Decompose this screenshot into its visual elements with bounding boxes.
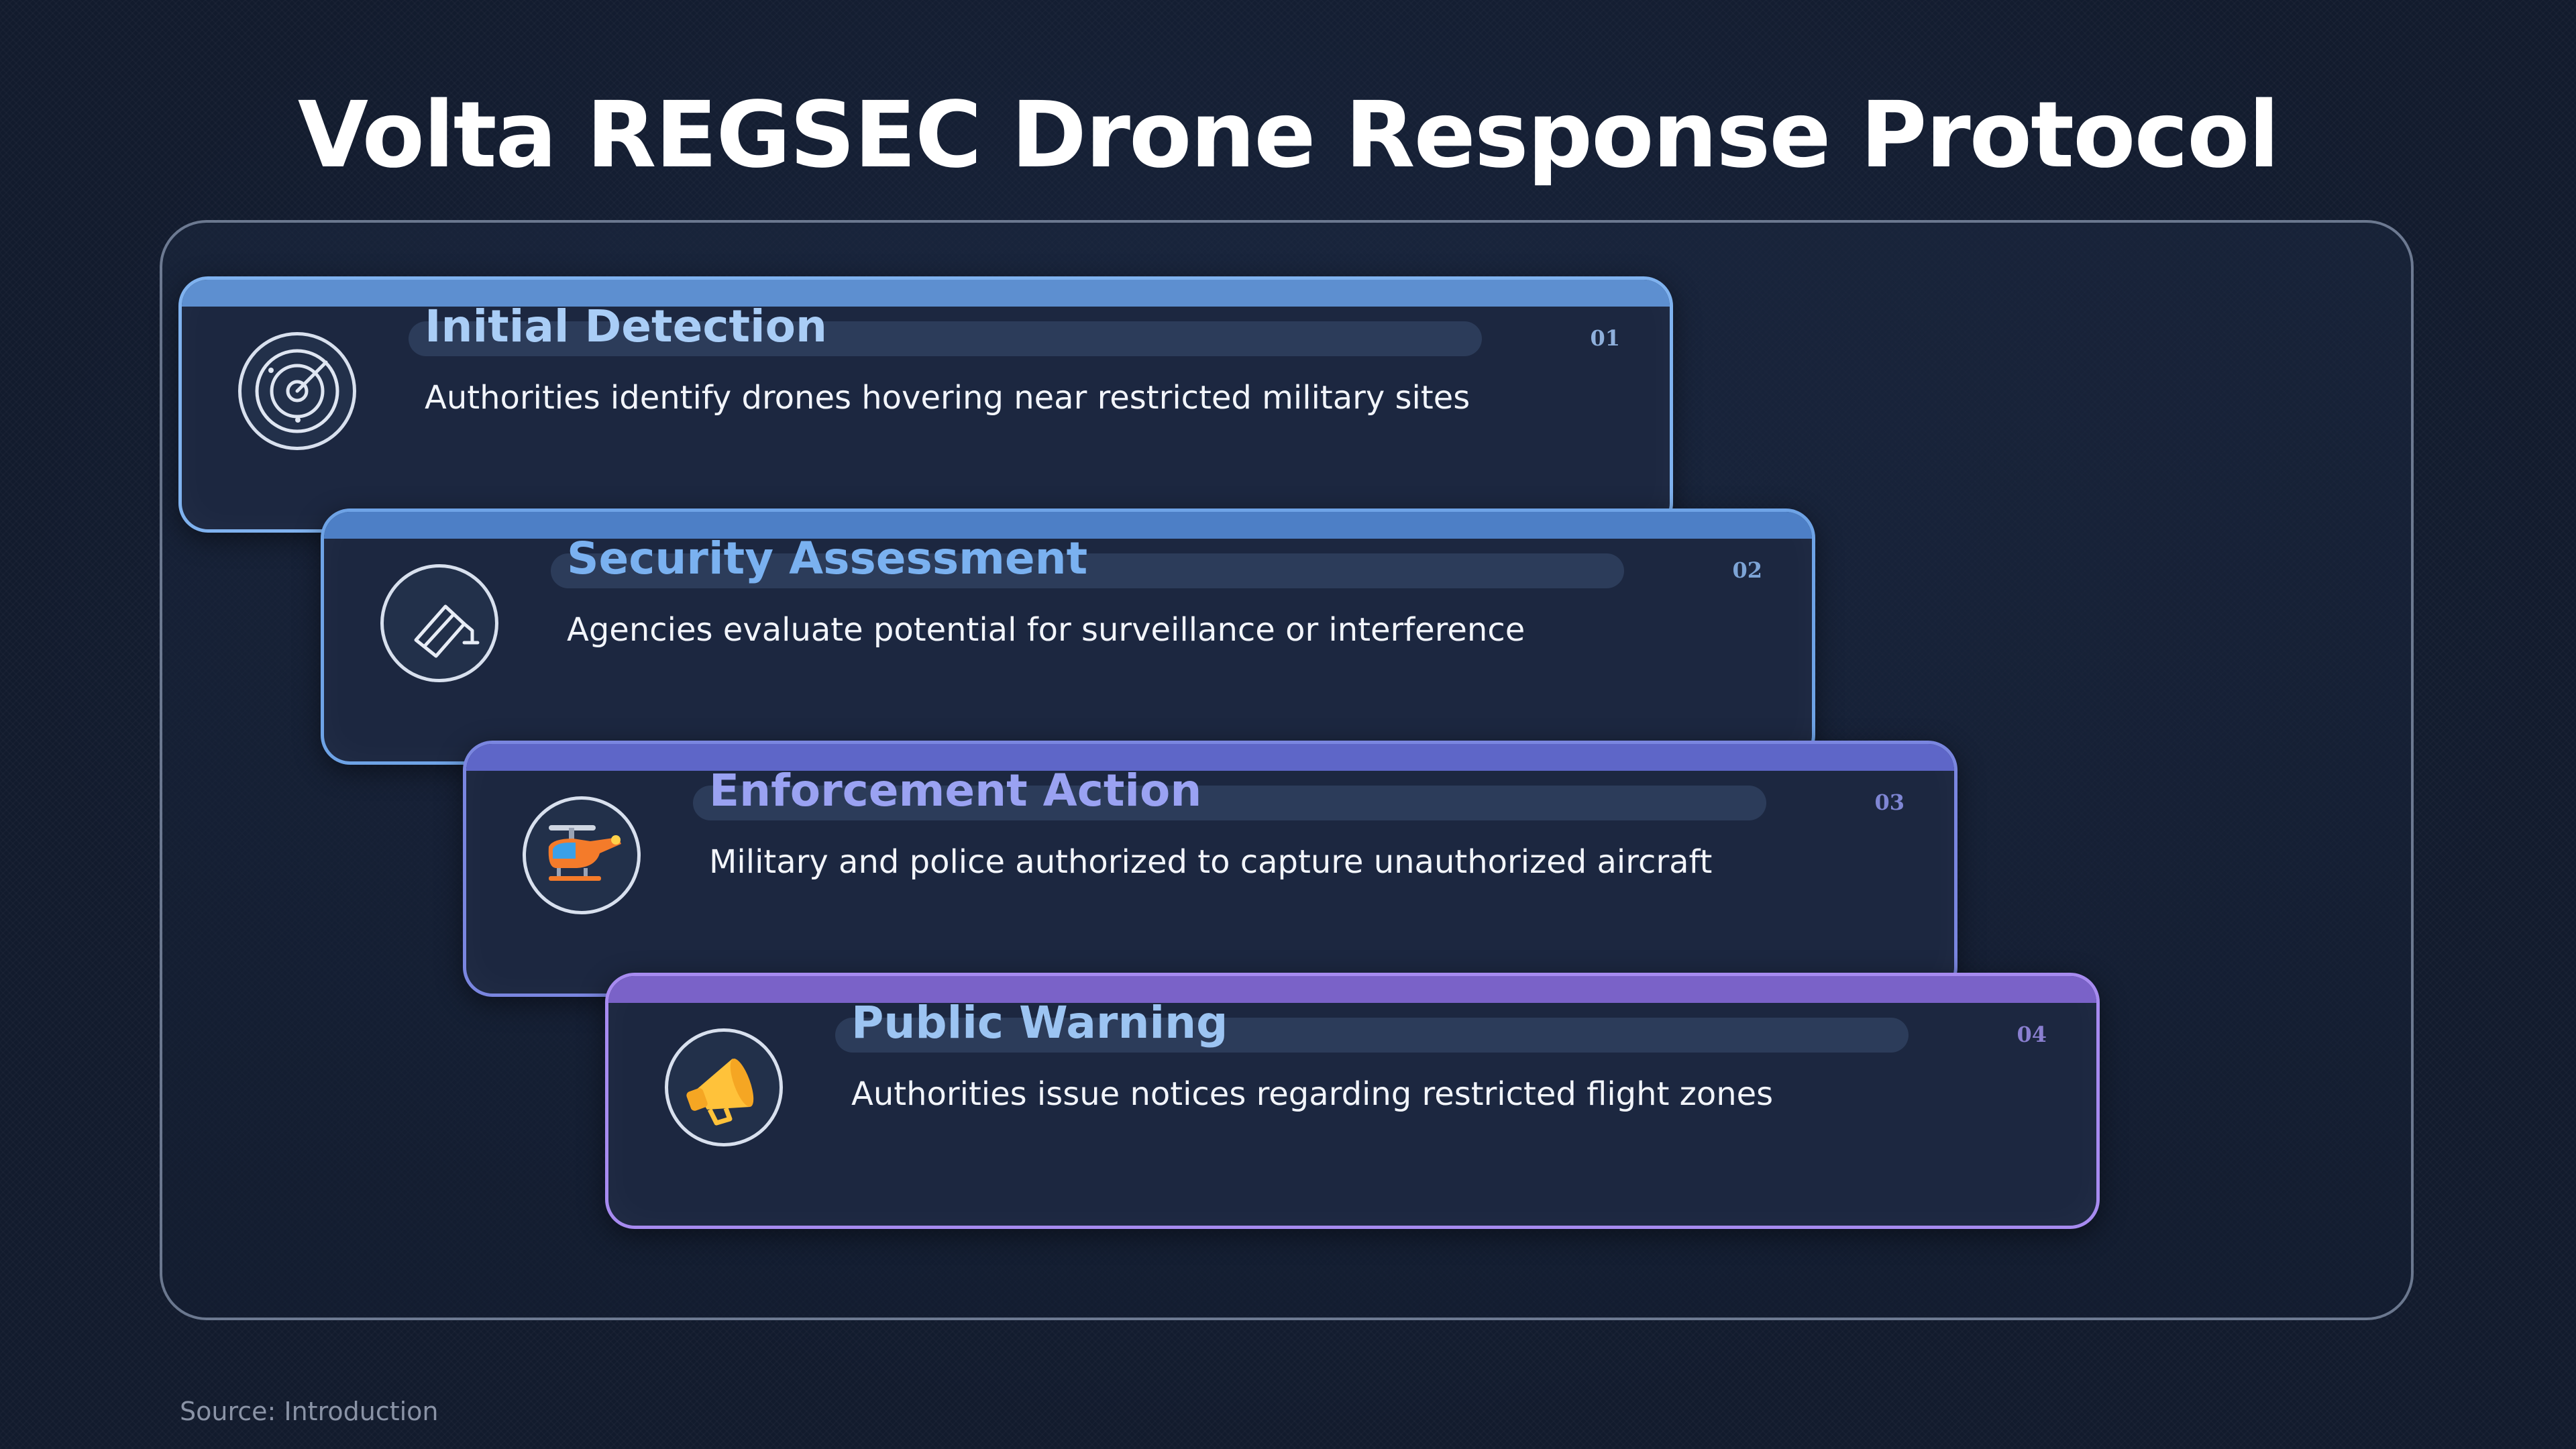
step-card-public-warning: Public Warning Authorities issue notices… xyxy=(605,973,2100,1229)
step-number: 02 xyxy=(1732,557,1762,583)
card-top-bar xyxy=(608,976,2096,1003)
heading-pill xyxy=(409,321,1482,356)
step-number: 04 xyxy=(2017,1022,2047,1047)
megaphone-icon xyxy=(665,1028,783,1146)
step-card-security-assessment: Security Assessment Agencies evaluate po… xyxy=(321,508,1815,765)
step-number: 03 xyxy=(1874,790,1904,815)
heading-pill xyxy=(835,1018,1909,1053)
card-top-bar xyxy=(466,744,1954,771)
step-heading: Security Assessment xyxy=(567,533,1088,584)
security-camera-icon xyxy=(380,564,498,682)
helicopter-icon xyxy=(523,796,641,914)
page-title: Volta REGSEC Drone Response Protocol xyxy=(297,83,2279,189)
heading-pill xyxy=(693,786,1766,820)
heading-pill xyxy=(551,553,1624,588)
step-heading: Enforcement Action xyxy=(709,765,1202,816)
step-number: 01 xyxy=(1590,325,1620,351)
step-heading: Initial Detection xyxy=(425,301,827,352)
step-description: Agencies evaluate potential for surveill… xyxy=(567,611,1525,649)
step-description: Military and police authorized to captur… xyxy=(709,843,1713,881)
step-heading: Public Warning xyxy=(851,997,1228,1049)
step-description: Authorities identify drones hovering nea… xyxy=(425,379,1470,417)
step-card-enforcement-action: Enforcement Action Military and police a… xyxy=(463,741,1957,997)
card-top-bar xyxy=(324,512,1812,539)
source-note: Source: Introduction xyxy=(180,1397,439,1426)
card-top-bar xyxy=(182,280,1670,307)
step-card-initial-detection: Initial Detection Authorities identify d… xyxy=(178,276,1673,533)
radar-icon xyxy=(238,332,356,450)
step-description: Authorities issue notices regarding rest… xyxy=(851,1075,1774,1113)
